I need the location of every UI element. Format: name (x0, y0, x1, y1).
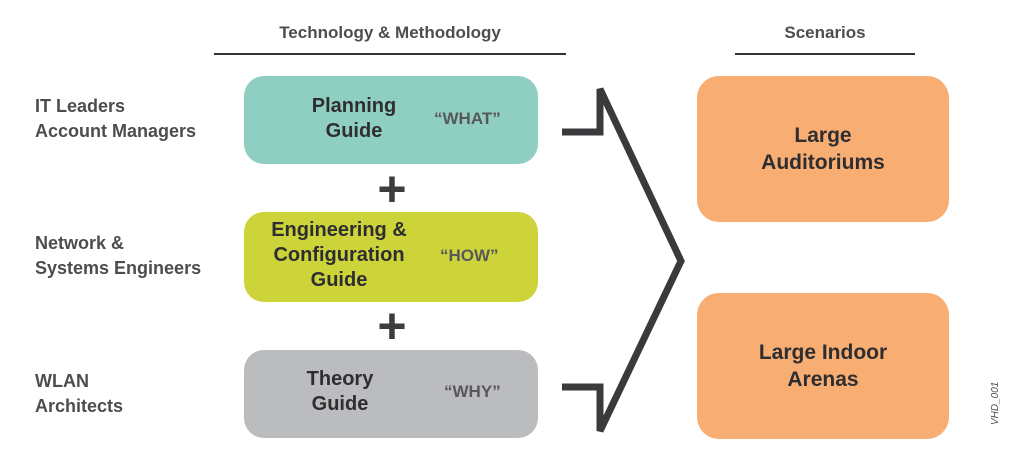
role-line: Architects (35, 396, 124, 416)
methodology-header-rule (214, 53, 566, 55)
guide-title-line: Engineering & (271, 219, 407, 241)
scenario-large-auditoriums: Large Auditoriums (697, 76, 949, 222)
guide-title-line: Guide (311, 393, 369, 415)
guide-title-line: Theory (306, 368, 374, 390)
scenario-large-indoor-arenas: Large Indoor Arenas (697, 293, 949, 439)
plus-icon: + (377, 298, 407, 354)
theory-guide-title: Theory Guide (274, 367, 406, 417)
figure-code: VHD_001 (990, 381, 1001, 425)
guide-title-line: Guide (325, 120, 383, 142)
planning-guide-box: Planning Guide “WHAT” (244, 76, 538, 164)
methodology-header: Technology & Methodology (279, 23, 501, 42)
planning-guide-title: Planning Guide (274, 94, 434, 144)
scenario-label: Large Auditoriums (761, 122, 885, 176)
role-network-engineers: Network & Systems Engineers (35, 231, 201, 281)
role-wlan-architects: WLAN Architects (35, 369, 123, 419)
theory-guide-box: Theory Guide “WHY” (244, 350, 538, 438)
guide-title-line: Configuration (273, 244, 405, 266)
scenario-line: Arenas (787, 368, 859, 391)
scenario-line: Auditoriums (761, 151, 885, 174)
role-line: IT Leaders (35, 96, 126, 116)
theory-guide-tag: “WHY” (444, 382, 501, 401)
engineering-guide-box: Engineering & Configuration Guide “HOW” (244, 212, 538, 302)
scenario-label: Large Indoor Arenas (759, 339, 887, 393)
role-it-leaders: IT Leaders Account Managers (35, 94, 196, 144)
plus-icon: + (377, 161, 407, 217)
role-line: Systems Engineers (35, 258, 202, 278)
scenarios-header-rule (735, 53, 915, 55)
connector-bracket (562, 87, 685, 433)
scenarios-header: Scenarios (784, 23, 866, 42)
scenario-line: Large (794, 124, 852, 147)
guide-title-line: Planning (311, 95, 397, 117)
role-line: Network & (35, 233, 125, 253)
planning-guide-tag: “WHAT” (434, 109, 501, 128)
engineering-guide-title: Engineering & Configuration Guide (249, 218, 429, 293)
role-line: Account Managers (35, 121, 197, 141)
engineering-guide-tag: “HOW” (440, 246, 499, 265)
guide-title-line: Guide (310, 269, 368, 291)
bracket-line (562, 87, 685, 433)
scenario-line: Large Indoor (758, 341, 888, 364)
role-line: WLAN (35, 371, 89, 391)
